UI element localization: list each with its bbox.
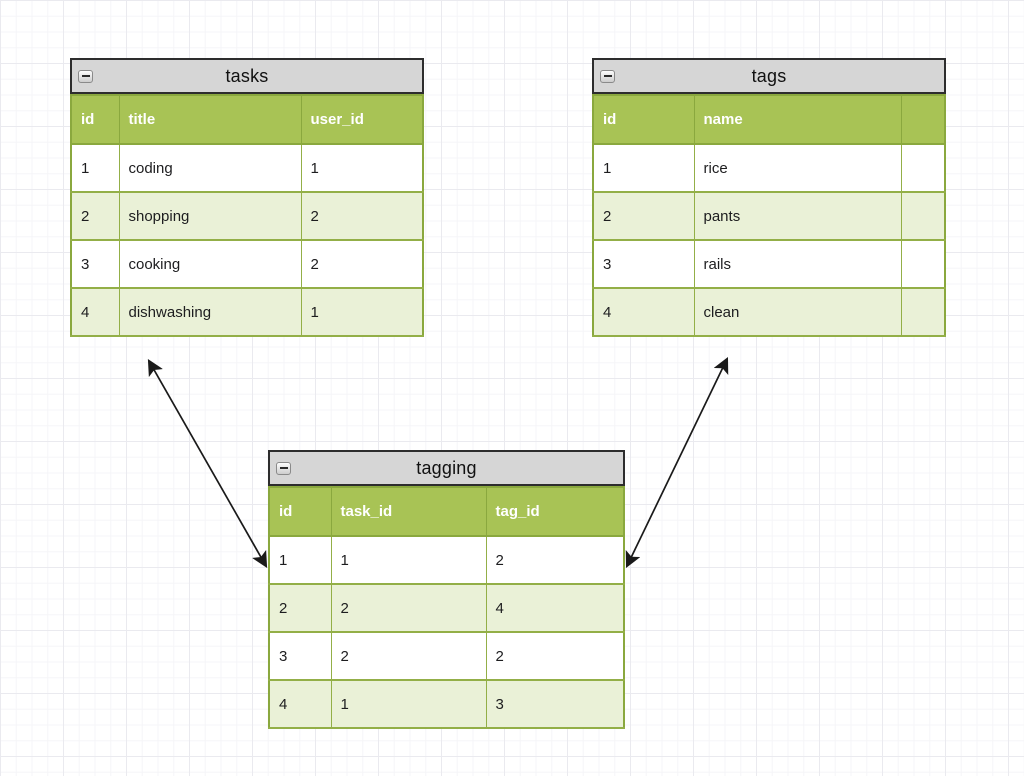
table-cell[interactable]: 3 (268, 631, 332, 681)
table-cell[interactable]: 1 (300, 287, 424, 337)
entity-table-tasks[interactable]: tasks id title user_id 1 coding 1 2 s (70, 58, 424, 337)
table-row: 2 pants (592, 191, 946, 241)
column-header[interactable] (900, 94, 946, 145)
table-cell[interactable]: 2 (330, 631, 487, 681)
table-title: tagging (416, 457, 477, 478)
collapse-minus-icon[interactable] (600, 69, 615, 83)
tags-grid: id name 1 rice 2 pants 3 rail (592, 94, 946, 337)
table-cell[interactable]: rice (693, 143, 902, 193)
table-cell[interactable]: clean (693, 287, 902, 337)
column-header[interactable]: id (592, 94, 695, 145)
tags-titlebar[interactable]: tags (592, 58, 946, 94)
table-cell[interactable]: 2 (300, 239, 424, 289)
table-cell[interactable]: shopping (118, 191, 302, 241)
table-row: 1 rice (592, 143, 946, 193)
table-cell[interactable]: 4 (592, 287, 695, 337)
collapse-minus-icon[interactable] (276, 461, 291, 475)
table-cell[interactable]: 1 (330, 535, 487, 585)
table-cell[interactable]: 1 (330, 679, 487, 729)
table-cell[interactable]: 4 (485, 583, 625, 633)
table-cell[interactable]: 2 (330, 583, 487, 633)
table-cell[interactable] (900, 239, 946, 289)
table-cell[interactable]: 1 (70, 143, 120, 193)
table-cell[interactable]: 4 (70, 287, 120, 337)
table-row: 2 shopping 2 (70, 191, 424, 241)
table-cell[interactable]: 2 (268, 583, 332, 633)
column-header[interactable]: user_id (300, 94, 424, 145)
table-row: 1 coding 1 (70, 143, 424, 193)
table-row: 2 2 4 (268, 583, 625, 633)
table-cell[interactable]: cooking (118, 239, 302, 289)
table-cell[interactable] (900, 143, 946, 193)
header-row: id title user_id (70, 94, 424, 145)
column-header[interactable]: task_id (330, 486, 487, 537)
table-row: 4 dishwashing 1 (70, 287, 424, 337)
table-row: 1 1 2 (268, 535, 625, 585)
table-cell[interactable]: 2 (485, 631, 625, 681)
tasks-titlebar[interactable]: tasks (70, 58, 424, 94)
table-cell[interactable] (900, 191, 946, 241)
table-cell[interactable]: pants (693, 191, 902, 241)
table-cell[interactable]: 2 (70, 191, 120, 241)
table-cell[interactable]: 2 (592, 191, 695, 241)
tagging-titlebar[interactable]: tagging (268, 450, 625, 486)
table-title: tasks (225, 65, 269, 86)
table-cell[interactable]: rails (693, 239, 902, 289)
table-cell[interactable] (900, 287, 946, 337)
table-cell[interactable]: 3 (70, 239, 120, 289)
column-header[interactable]: name (693, 94, 902, 145)
table-row: 3 rails (592, 239, 946, 289)
table-cell[interactable]: 1 (300, 143, 424, 193)
column-header[interactable]: id (70, 94, 120, 145)
tasks-grid: id title user_id 1 coding 1 2 shopping 2… (70, 94, 424, 337)
table-cell[interactable]: coding (118, 143, 302, 193)
header-row: id task_id tag_id (268, 486, 625, 537)
table-row: 3 2 2 (268, 631, 625, 681)
relation-arrow-tasks-tagging[interactable] (147, 359, 268, 568)
table-row: 4 1 3 (268, 679, 625, 729)
table-cell[interactable]: 1 (268, 535, 332, 585)
collapse-minus-icon[interactable] (78, 69, 93, 83)
table-cell[interactable]: 2 (485, 535, 625, 585)
entity-table-tags[interactable]: tags id name 1 rice 2 pants (592, 58, 946, 337)
table-row: 3 cooking 2 (70, 239, 424, 289)
table-cell[interactable]: 3 (592, 239, 695, 289)
table-cell[interactable]: 1 (592, 143, 695, 193)
table-title: tags (751, 65, 787, 86)
table-cell[interactable]: 4 (268, 679, 332, 729)
column-header[interactable]: tag_id (485, 486, 625, 537)
entity-table-tagging[interactable]: tagging id task_id tag_id 1 1 2 2 2 (268, 450, 625, 729)
tagging-grid: id task_id tag_id 1 1 2 2 2 4 3 (268, 486, 625, 729)
relation-arrow-tags-tagging[interactable] (625, 356, 729, 569)
table-cell[interactable]: 3 (485, 679, 625, 729)
table-cell[interactable]: dishwashing (118, 287, 302, 337)
table-cell[interactable]: 2 (300, 191, 424, 241)
table-row: 4 clean (592, 287, 946, 337)
header-row: id name (592, 94, 946, 145)
column-header[interactable]: id (268, 486, 332, 537)
column-header[interactable]: title (118, 94, 302, 145)
